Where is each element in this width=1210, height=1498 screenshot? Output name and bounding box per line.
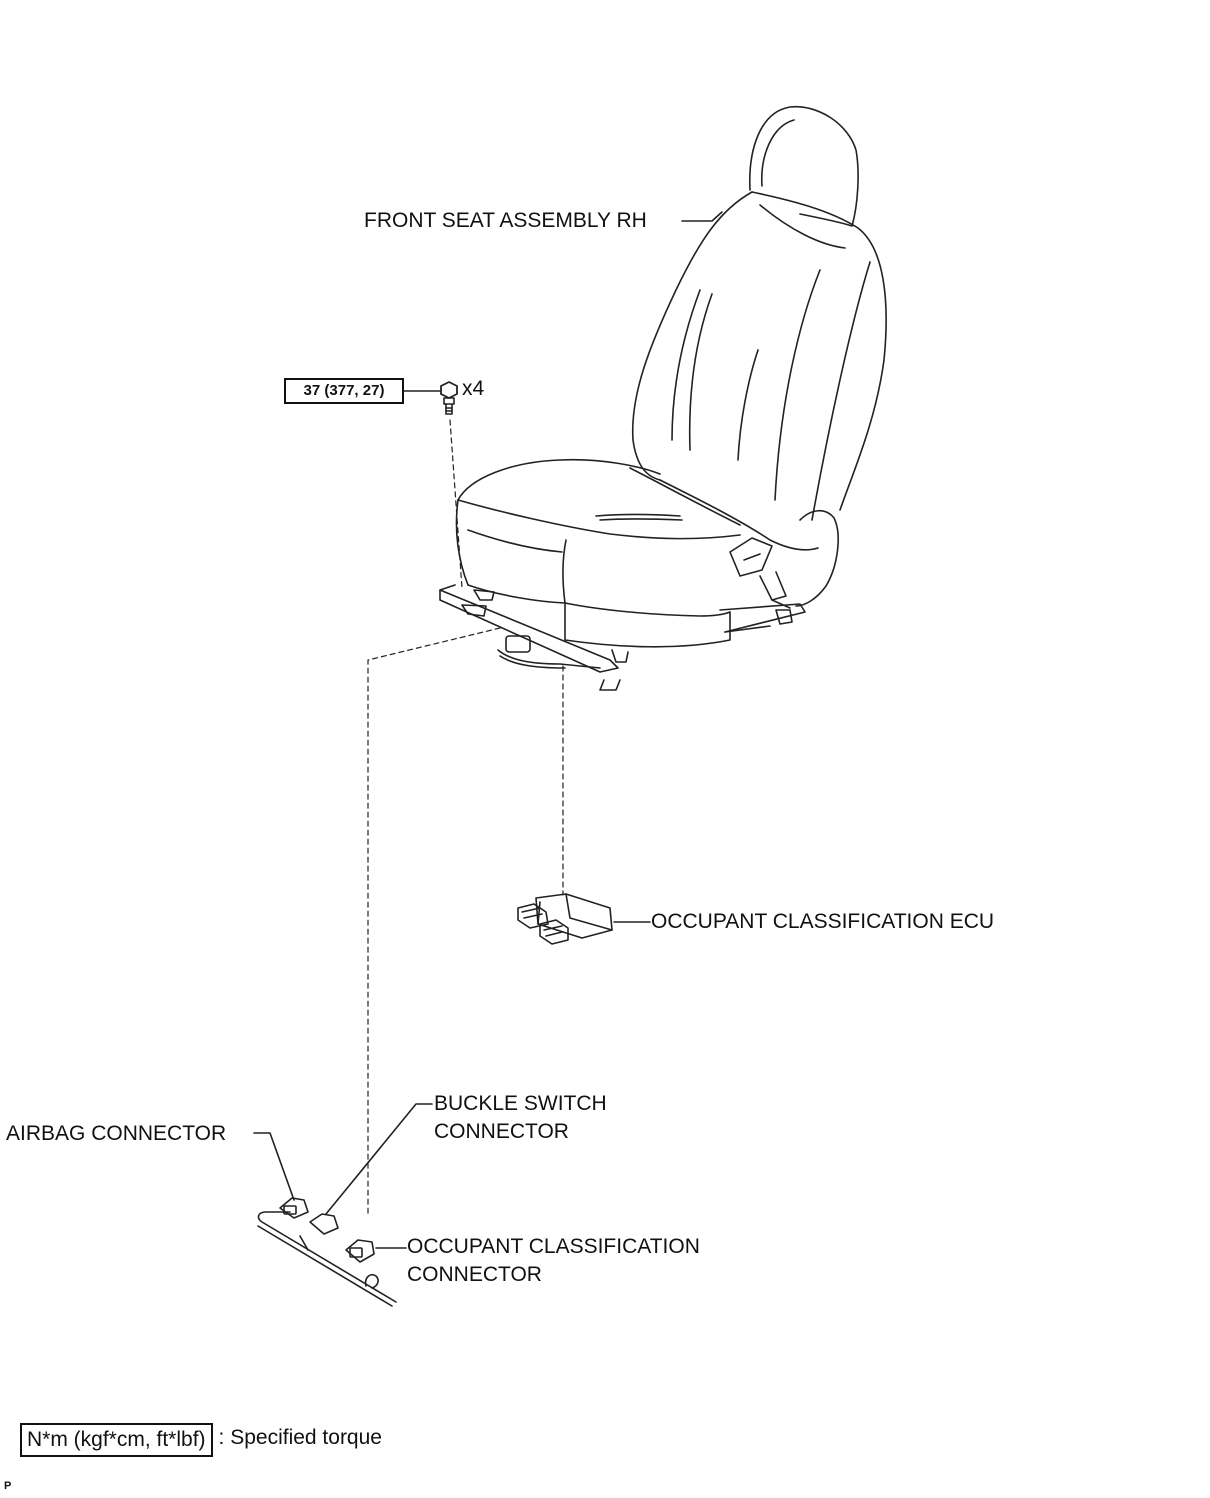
corner-mark: P: [4, 1480, 12, 1492]
occupant-connector-label-line1: OCCUPANT CLASSIFICATION: [407, 1235, 700, 1258]
bolt-quantity-label: x4: [462, 377, 485, 400]
legend-unit-box: N*m (kgf*cm, ft*lbf): [20, 1423, 213, 1457]
buckle-switch-label-line2: CONNECTOR: [434, 1120, 569, 1143]
torque-spec-box: 37 (377, 27): [284, 378, 404, 404]
airbag-connector-label: AIRBAG CONNECTOR: [6, 1122, 227, 1145]
bolt-icon: [440, 381, 458, 415]
buckle-switch-label-line1: BUCKLE SWITCH: [434, 1092, 607, 1115]
torque-legend: N*m (kgf*cm, ft*lbf) : Specified torque: [20, 1423, 382, 1457]
legend-text: : Specified torque: [218, 1426, 382, 1449]
wire-harness-illustration: [257, 1197, 397, 1307]
ecu-label: OCCUPANT CLASSIFICATION ECU: [651, 910, 995, 933]
seat-label: FRONT SEAT ASSEMBLY RH: [364, 209, 647, 232]
occupant-connector-label-line2: CONNECTOR: [407, 1263, 542, 1286]
seat-illustration: [439, 105, 887, 691]
ecu-illustration: [517, 893, 613, 945]
